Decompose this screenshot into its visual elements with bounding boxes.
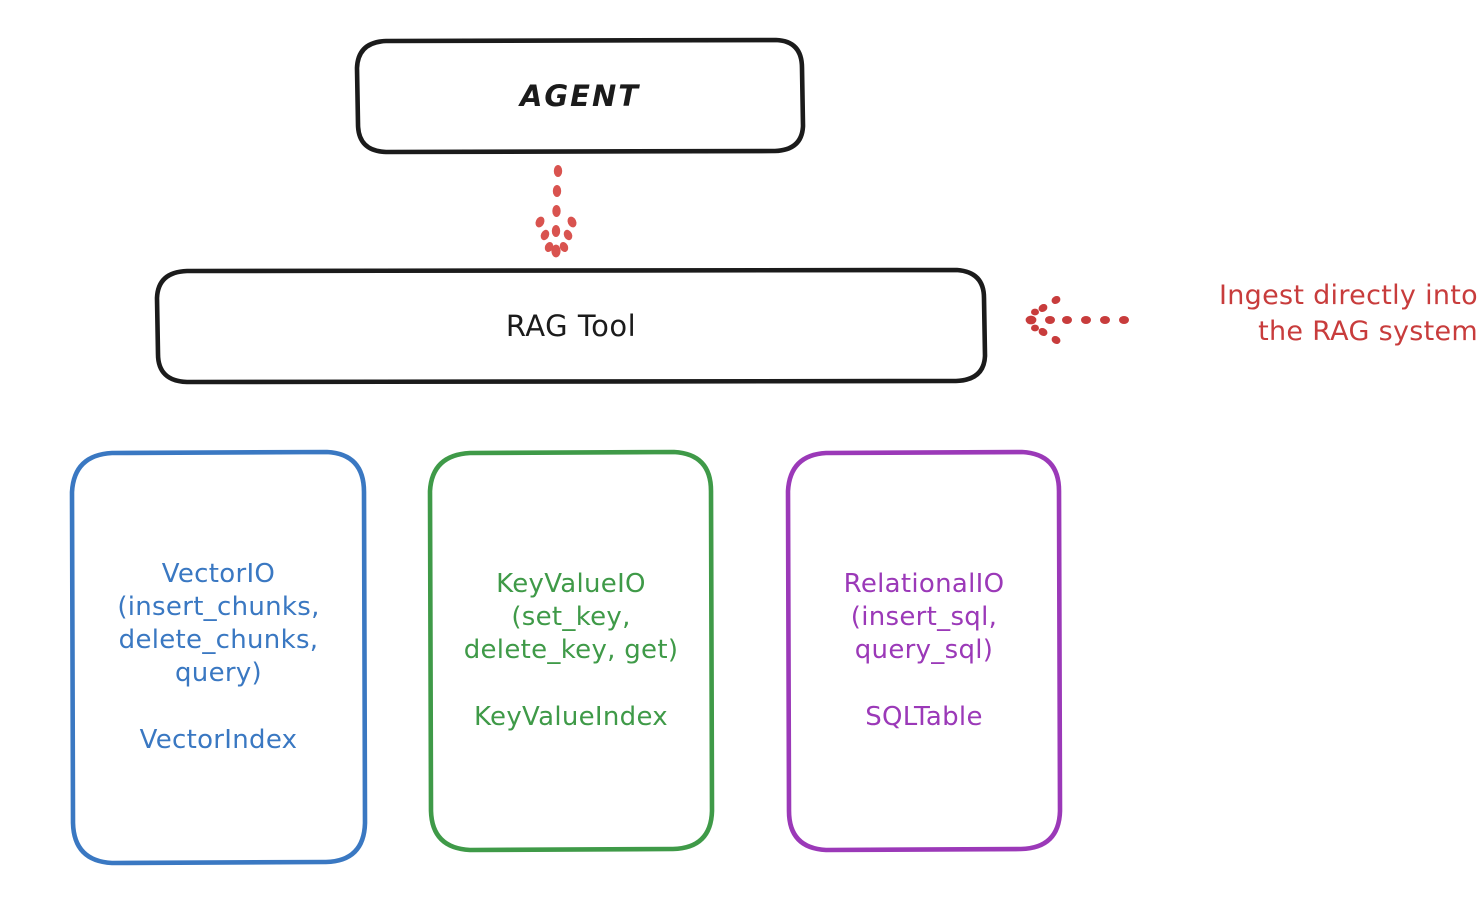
key-value-io-box-outline [427, 449, 715, 853]
relational-io-api-label: RelationalIO (insert_sql, query_sql) [843, 569, 1005, 665]
key-value-index-label: KeyValueIndex [473, 702, 668, 732]
key-value-io-api-label: KeyValueIO (set_key, delete_key, get) [463, 569, 679, 665]
sql-table-label: SQLTable [865, 702, 983, 732]
ingest-note-text: Ingest directly into the RAG system [1218, 280, 1478, 347]
rag-tool-node-label: RAG Tool [505, 309, 637, 343]
agent-to-rag-arrow [535, 165, 577, 258]
agent-box-outline [354, 37, 806, 155]
relational-io-node[interactable]: RelationalIO (insert_sql, query_sql) SQL… [788, 452, 1060, 850]
agent-node-label: AGENT [519, 79, 641, 113]
rag-tool-box-outline [154, 267, 988, 385]
relational-io-box-outline [785, 449, 1063, 853]
agent-node[interactable]: AGENT [357, 40, 803, 152]
key-value-io-node[interactable]: KeyValueIO (set_key, delete_key, get) Ke… [430, 452, 712, 850]
vector-io-box-outline [69, 449, 368, 866]
vector-io-node[interactable]: VectorIO (insert_chunks, delete_chunks, … [72, 452, 365, 863]
ingest-note-arrow [1025, 295, 1129, 345]
vector-io-api-label: VectorIO (insert_chunks, delete_chunks, … [117, 559, 320, 688]
rag-tool-node[interactable]: RAG Tool [157, 270, 985, 382]
vector-index-label: VectorIndex [139, 725, 298, 755]
